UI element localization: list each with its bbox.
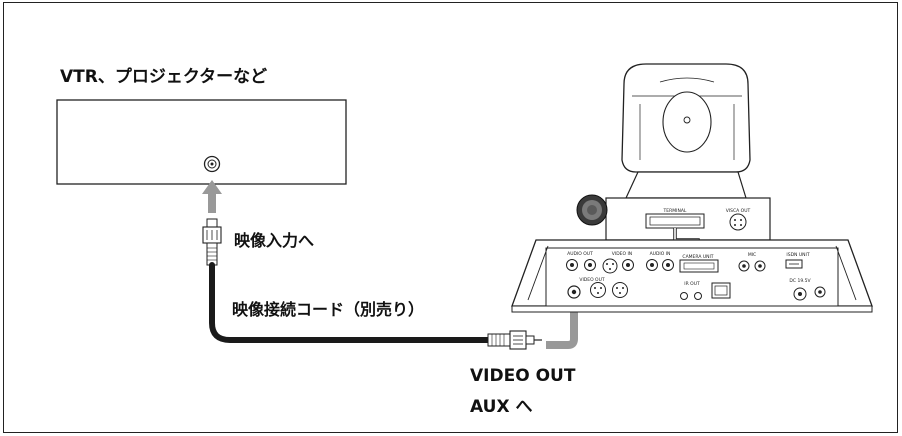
aux-label: AUX へ [470, 397, 533, 417]
device-label: VTR、プロジェクターなど [60, 67, 268, 87]
rca-plug-output-icon [487, 330, 542, 350]
external-device [56, 99, 347, 185]
dc-label: DC 19.5V [789, 278, 811, 284]
cable-label: 映像接続コード（別売り） [232, 300, 425, 319]
video-in-label: VIDEO IN [612, 251, 632, 257]
camera-icon: TERMINAL VISCA OUT [576, 63, 771, 241]
video-out-panel-label: VIDEO OUT [579, 277, 605, 283]
camera-unit-label: CAMERA UNIT [682, 254, 713, 260]
processor-unit: AUDIO OUT VIDEO IN AUDIO IN CAMERA UNIT … [511, 239, 873, 313]
video-cable [209, 262, 491, 343]
input-arrow-icon [202, 180, 222, 213]
diagram-frame [3, 2, 898, 433]
mic-label: MIC [748, 252, 756, 258]
video-out-label: VIDEO OUT [470, 366, 576, 386]
rca-plug-input-icon [202, 218, 222, 266]
isdn-unit-label: ISDN UNIT [786, 252, 809, 258]
ir-out-label: IR OUT [684, 281, 700, 287]
visca-out-label: VISCA OUT [726, 208, 751, 214]
audio-in-label: AUDIO IN [650, 251, 671, 257]
audio-out-label: AUDIO OUT [567, 251, 593, 257]
video-input-label: 映像入力へ [234, 231, 315, 250]
terminal-label: TERMINAL [663, 208, 687, 214]
